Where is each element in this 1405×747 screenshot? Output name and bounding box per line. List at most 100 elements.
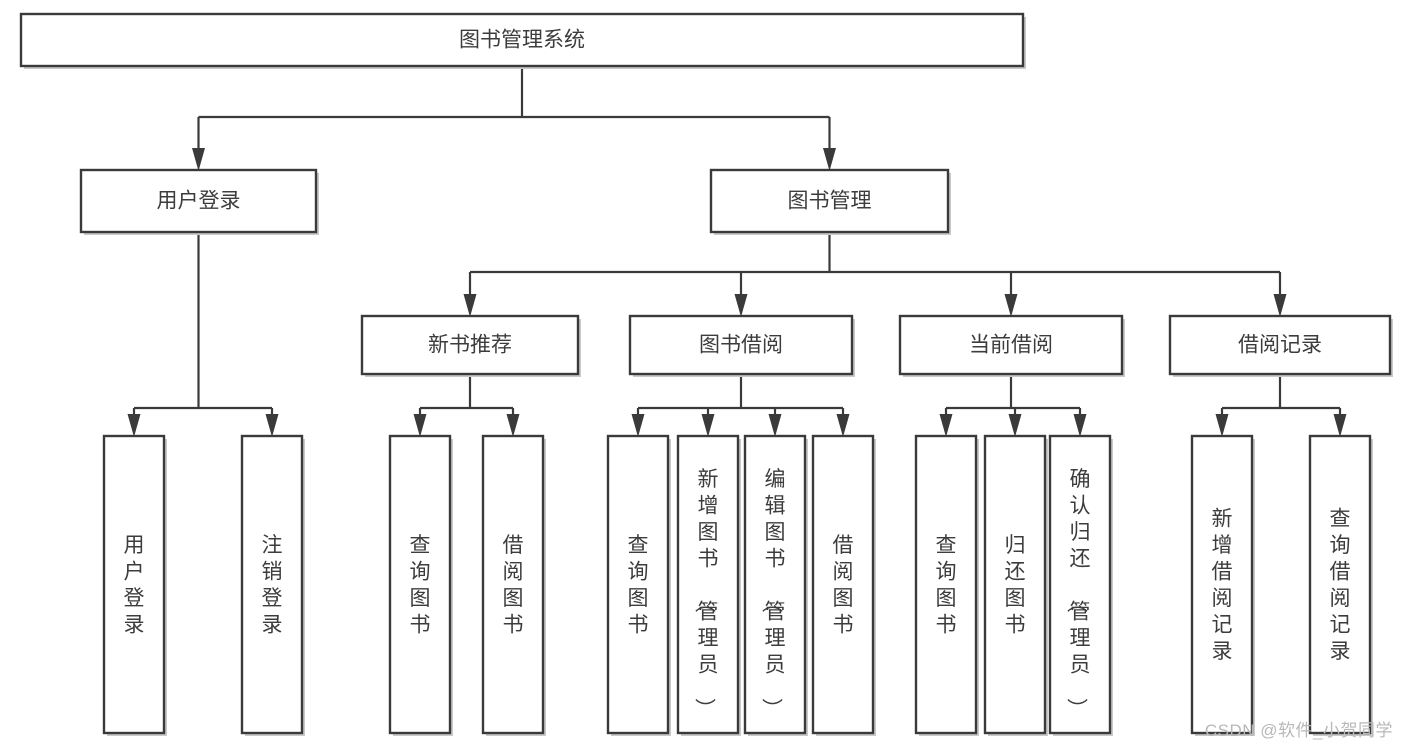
node-n3a[interactable]: 新书推荐 <box>360 314 581 377</box>
arrow-head-icon <box>836 414 850 437</box>
node-label-char: 借 <box>503 534 524 557</box>
arrow-head-icon <box>768 414 782 437</box>
node-box[interactable] <box>983 434 1047 735</box>
node-box[interactable] <box>628 314 854 376</box>
node-box[interactable] <box>914 434 978 735</box>
node-box[interactable] <box>606 434 670 735</box>
node-label-char: 登 <box>262 587 283 610</box>
node-label-char: 借 <box>1212 561 1233 584</box>
node-box[interactable] <box>1190 434 1254 735</box>
node-label-char: 阅 <box>503 561 524 584</box>
node-label-char: 记 <box>1212 614 1233 637</box>
arrow-head-icon <box>939 414 953 437</box>
arrow-head-icon <box>1008 414 1022 437</box>
node-label-char: 图 <box>833 587 854 610</box>
node-label-char: 询 <box>410 561 431 584</box>
node-label: 借阅图书 <box>503 534 524 637</box>
node-label-char: （ <box>1065 592 1088 613</box>
node-label-char: （ <box>693 592 716 613</box>
node-label-char: 图 <box>765 521 786 544</box>
connector-group-root <box>192 66 836 171</box>
node-n2a[interactable]: 用户登录 <box>79 168 319 235</box>
node-label-char: 图 <box>628 587 649 610</box>
node-box[interactable] <box>1168 314 1392 376</box>
connector-group-n3a <box>413 374 520 437</box>
node-label-char: 阅 <box>1212 587 1233 610</box>
node-label: 新增图书（管理员） <box>693 468 719 719</box>
node-label-char: 新 <box>1212 508 1233 531</box>
arrow-head-icon <box>1004 294 1018 317</box>
node-label-char: 录 <box>1330 640 1351 663</box>
node-l2[interactable]: 注销登录 <box>240 434 305 736</box>
arrow-head-icon <box>1273 294 1287 317</box>
node-label-char: 图 <box>698 521 719 544</box>
node-label-char: 登 <box>124 587 145 610</box>
node-box[interactable] <box>481 434 545 735</box>
node-label-char: 确 <box>1070 468 1091 491</box>
node-box[interactable] <box>102 434 166 735</box>
node-label-char: 还 <box>1005 561 1026 584</box>
node-box[interactable] <box>743 434 807 735</box>
node-l10[interactable]: 归还图书 <box>983 434 1048 736</box>
node-l1[interactable]: 用户登录 <box>102 434 167 736</box>
node-label-char: 借 <box>1330 561 1351 584</box>
node-n2b[interactable]: 图书管理 <box>709 168 951 235</box>
node-label-char: 录 <box>1212 640 1233 663</box>
node-label: 新增借阅记录 <box>1212 508 1233 664</box>
node-root[interactable]: 图书管理系统 <box>19 12 1026 69</box>
connector-group-n3c <box>939 374 1087 437</box>
node-box[interactable] <box>19 12 1025 68</box>
node-label-char: 书 <box>698 547 719 570</box>
node-l8[interactable]: 借阅图书 <box>811 434 876 736</box>
arrow-head-icon <box>1073 414 1087 437</box>
node-l3[interactable]: 查询图书 <box>388 434 453 736</box>
node-box[interactable] <box>240 434 304 735</box>
node-l11[interactable]: 确认归还（管理员） <box>1048 434 1113 736</box>
node-label-char: 书 <box>503 614 524 637</box>
node-label-char: 阅 <box>1330 587 1351 610</box>
node-label-char: 理 <box>698 627 719 650</box>
node-box[interactable] <box>709 168 950 234</box>
node-label-char: 查 <box>936 534 957 557</box>
node-box[interactable] <box>1048 434 1112 735</box>
node-n3c[interactable]: 当前借阅 <box>898 314 1125 377</box>
node-label: 当前借阅 <box>969 334 1053 357</box>
node-label: 查询借阅记录 <box>1330 508 1351 664</box>
node-box[interactable] <box>811 434 875 735</box>
node-label: 借阅图书 <box>833 534 854 637</box>
node-box[interactable] <box>360 314 580 376</box>
node-l7[interactable]: 编辑图书（管理员） <box>743 434 808 736</box>
node-label: 归还图书 <box>1005 534 1026 637</box>
node-label-char: ） <box>693 698 716 719</box>
node-box[interactable] <box>676 434 740 735</box>
node-label-char: 员 <box>765 653 786 676</box>
node-l4[interactable]: 借阅图书 <box>481 434 546 736</box>
node-box[interactable] <box>79 168 318 234</box>
node-label-char: 记 <box>1330 614 1351 637</box>
node-label-char: 图 <box>503 587 524 610</box>
node-l12[interactable]: 新增借阅记录 <box>1190 434 1255 736</box>
node-label-char: （ <box>760 592 783 613</box>
node-l5[interactable]: 查询图书 <box>606 434 671 736</box>
node-label: 图书管理 <box>788 190 872 213</box>
node-box[interactable] <box>1308 434 1372 735</box>
node-label-char: 编 <box>765 468 786 491</box>
node-l6[interactable]: 新增图书（管理员） <box>676 434 741 736</box>
node-box[interactable] <box>388 434 452 735</box>
arrow-head-icon <box>506 414 520 437</box>
node-label: 图书借阅 <box>699 334 783 357</box>
node-n3b[interactable]: 图书借阅 <box>628 314 855 377</box>
node-label: 查询图书 <box>410 534 431 637</box>
arrow-head-icon <box>1215 414 1229 437</box>
node-label: 查询图书 <box>628 534 649 637</box>
node-box[interactable] <box>898 314 1124 376</box>
node-label-char: 理 <box>765 627 786 650</box>
node-label-char: 理 <box>1070 627 1091 650</box>
node-l9[interactable]: 查询图书 <box>914 434 979 736</box>
connector-group-n2b <box>463 232 1287 317</box>
arrow-head-icon <box>1333 414 1347 437</box>
node-n3d[interactable]: 借阅记录 <box>1168 314 1393 377</box>
node-l13[interactable]: 查询借阅记录 <box>1308 434 1373 736</box>
node-label-char: ） <box>760 698 783 719</box>
node-label-char: 归 <box>1070 521 1091 544</box>
